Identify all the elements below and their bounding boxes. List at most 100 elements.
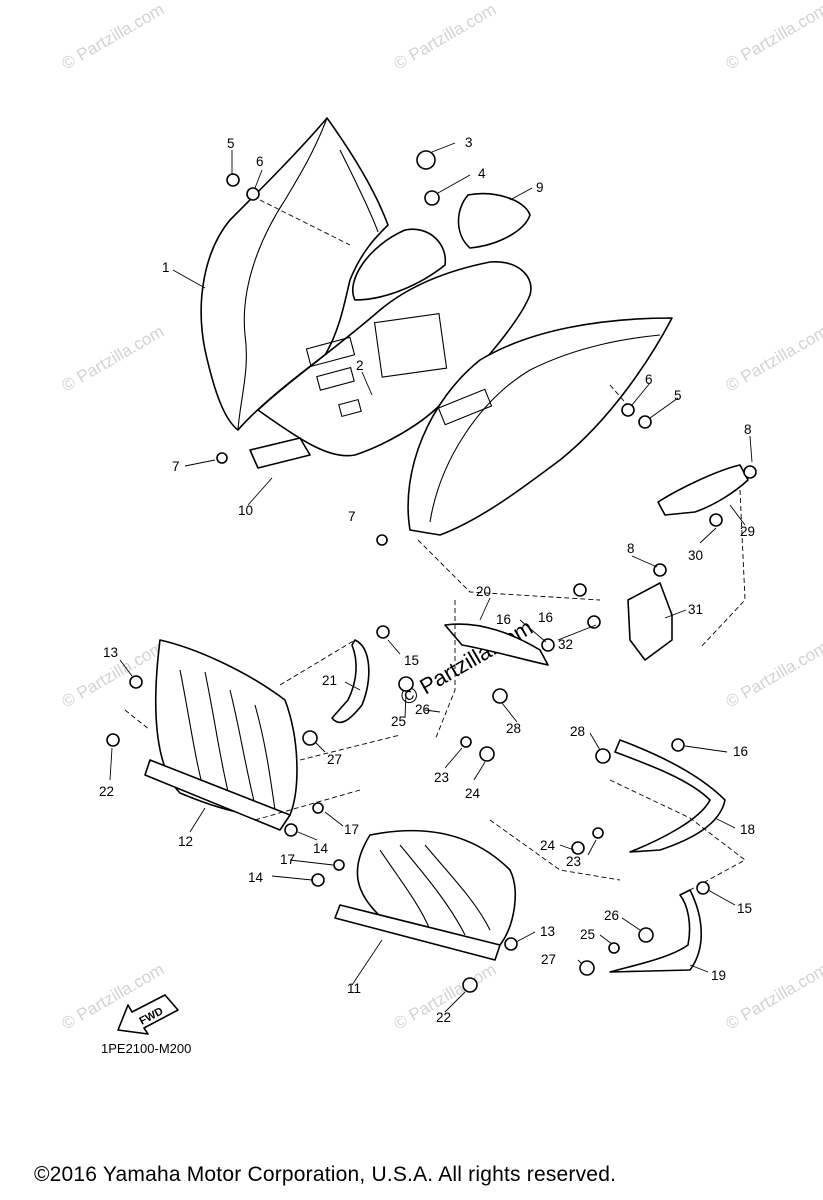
- nut-icon: [671, 738, 685, 752]
- washer-icon: [621, 403, 635, 417]
- callout-27: 27: [541, 952, 556, 967]
- callout-10: 10: [238, 503, 253, 518]
- watermark: © Partzilla.com: [723, 322, 823, 396]
- bolt-icon: [106, 733, 120, 747]
- watermark: © Partzilla.com: [59, 322, 168, 396]
- nut-icon: [571, 841, 585, 855]
- bolt-icon: [398, 676, 414, 692]
- callout-20: 20: [476, 584, 491, 599]
- callout-15: 15: [737, 901, 752, 916]
- callout-14: 14: [313, 841, 329, 856]
- callout-28: 28: [570, 724, 585, 739]
- watermark: © Partzilla.com: [723, 0, 823, 73]
- callout-13: 13: [103, 645, 118, 660]
- callout-25: 25: [580, 927, 595, 942]
- callout-6: 6: [645, 372, 653, 387]
- watermark: © Partzilla.com: [723, 960, 823, 1034]
- fwd-arrow-icon: FWD: [117, 994, 179, 1035]
- bolt-icon: [595, 748, 611, 764]
- callout-25: 25: [391, 714, 406, 729]
- bolt-icon: [587, 615, 601, 629]
- screw-icon: [376, 534, 388, 546]
- part-19-stay: [609, 889, 703, 973]
- callout-24: 24: [465, 786, 481, 801]
- screw-icon: [216, 452, 228, 464]
- bolt-icon: [638, 927, 654, 943]
- callout-14: 14: [248, 870, 264, 885]
- rear-fender-body: [249, 192, 532, 469]
- callout-22: 22: [99, 784, 114, 799]
- washer-icon: [246, 187, 260, 201]
- callout-16: 16: [538, 610, 553, 625]
- bolt-icon: [226, 173, 240, 187]
- callout-6: 6: [256, 154, 264, 169]
- callout-21: 21: [322, 673, 337, 688]
- callout-15: 15: [404, 653, 419, 668]
- bolt-icon: [284, 823, 298, 837]
- screw-icon: [504, 937, 518, 951]
- callout-5: 5: [674, 388, 682, 403]
- callout-17: 17: [280, 852, 295, 867]
- watermark: © Partzilla.com: [723, 638, 823, 712]
- callout-23: 23: [566, 854, 581, 869]
- part-right-fender-panel: [407, 317, 673, 536]
- copyright-notice: ©2016 Yamaha Motor Corporation, U.S.A. A…: [34, 1163, 617, 1186]
- callout-5: 5: [227, 136, 235, 151]
- part-31-bracket: [627, 582, 673, 661]
- callout-13: 13: [540, 924, 555, 939]
- callout-23: 23: [434, 770, 449, 785]
- callout-7: 7: [172, 459, 180, 474]
- callout-28: 28: [506, 721, 521, 736]
- callout-30: 30: [688, 548, 703, 563]
- washer-icon: [608, 942, 620, 954]
- callout-2: 2: [356, 358, 364, 373]
- callout-17: 17: [344, 822, 359, 837]
- washer-icon: [376, 625, 390, 639]
- callout-8: 8: [627, 541, 635, 556]
- washer-icon: [424, 190, 440, 206]
- drawing-code: 1PE2100-M200: [101, 1041, 192, 1056]
- part-11-right-footwell: [334, 829, 516, 961]
- watermark: © Partzilla.com: [59, 0, 168, 73]
- bolt-icon: [462, 977, 478, 993]
- callout-11: 11: [347, 981, 361, 996]
- callout-26: 26: [415, 702, 430, 717]
- bolt-icon: [573, 583, 587, 597]
- nut-icon: [653, 563, 667, 577]
- screw-icon: [129, 675, 143, 689]
- callout-3: 3: [465, 135, 473, 150]
- watermark: © Partzilla.com: [391, 0, 500, 73]
- callout-18: 18: [740, 822, 755, 837]
- callout-1: 1: [162, 260, 170, 275]
- callout-31: 31: [688, 602, 703, 617]
- nut-icon: [579, 960, 595, 976]
- callout-4: 4: [478, 166, 486, 181]
- callout-26: 26: [604, 908, 619, 923]
- callout-32: 32: [558, 637, 573, 652]
- callout-19: 19: [711, 968, 726, 983]
- callout-27: 27: [327, 752, 342, 767]
- leader-lines: [109, 142, 753, 1013]
- nut-icon: [302, 730, 318, 746]
- washer-icon: [696, 881, 710, 895]
- fasteners: [106, 150, 757, 993]
- nut-icon: [479, 746, 495, 762]
- screw-icon: [592, 827, 604, 839]
- callout-7: 7: [348, 509, 356, 524]
- callout-8: 8: [744, 422, 752, 437]
- callout-9: 9: [536, 180, 544, 195]
- screw-icon: [460, 736, 472, 748]
- part-18-stay: [614, 739, 726, 853]
- callouts: 1 2 3 4 5 5 6 6 7 7 8 8 9 10 11 12 13 13…: [99, 135, 755, 1025]
- callout-12: 12: [178, 834, 193, 849]
- nut-icon: [541, 638, 555, 652]
- washer-icon: [312, 802, 324, 814]
- nut-icon: [743, 465, 757, 479]
- callout-16: 16: [496, 612, 511, 627]
- callout-24: 24: [540, 838, 556, 853]
- callout-22: 22: [436, 1010, 451, 1025]
- part-21-stay: [331, 639, 370, 724]
- part-12-left-footwell: [144, 639, 298, 831]
- part-20-stay: [444, 623, 549, 666]
